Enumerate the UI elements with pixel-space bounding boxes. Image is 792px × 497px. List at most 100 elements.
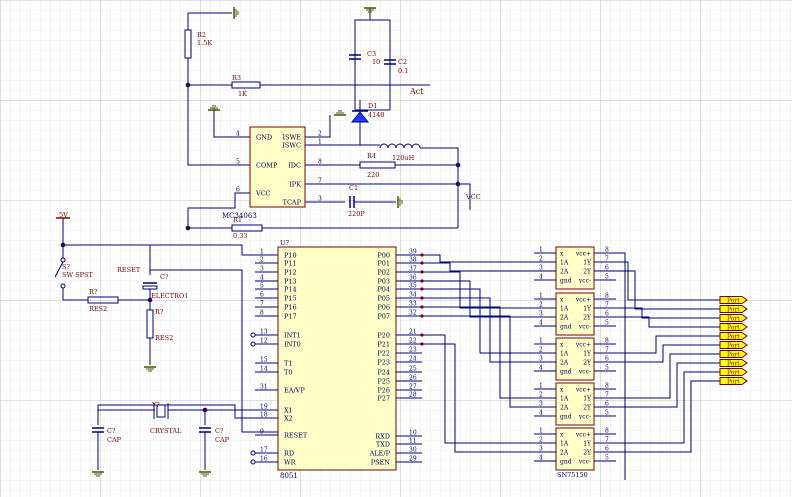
driver-left-pin-label: x (560, 297, 564, 304)
component-bodies (54, 7, 421, 477)
mcu-right-pin-label: P05 (377, 295, 390, 303)
component-labels: R2 1.5K R3 1K C3 10 C2 0.1 Act D1 4148 1… (59, 31, 481, 444)
junction-dot (420, 314, 424, 318)
wire (616, 362, 720, 408)
mcu-left-pin-number: 18 (260, 412, 268, 419)
junction-dot (202, 407, 208, 413)
wire (422, 280, 534, 318)
mcu-left-pin-label: INT0 (284, 341, 301, 349)
wire (97, 404, 278, 419)
driver-right-pin-number: 5 (605, 320, 609, 327)
mcu-right-pin-label: P22 (377, 350, 390, 358)
mcu-right-pin-number: 21 (409, 329, 417, 336)
wire (422, 262, 534, 272)
mc34063-name: MC34063 (222, 212, 257, 220)
driver-left-pin-number: 2 (539, 347, 543, 354)
driver-left-pin-number: 1 (539, 293, 543, 300)
mcu-left-pin-label: INT1 (284, 332, 301, 340)
mcu-right-pin-label: P01 (377, 260, 390, 268)
r2-ref: R2 (197, 31, 206, 39)
mc34063-pin-label: ISWC (282, 142, 301, 150)
port-connector (719, 332, 748, 340)
wire (616, 371, 720, 444)
junction-dot (420, 270, 424, 274)
driver-left-pin-label: x (560, 387, 564, 394)
driver-left-pin-number: 3 (539, 446, 543, 453)
mc34063-pin-number: 5 (236, 159, 240, 166)
driver-chip-body (555, 292, 595, 336)
mcu-right-pins: 39P0038P0137P0236P0335P0434P0533P0632P07… (369, 249, 424, 467)
mcu-left-pin-label: T1 (284, 360, 292, 368)
driver-right-pin-number: 5 (605, 365, 609, 372)
mcu-right-pin-number: 38 (409, 257, 417, 264)
r1-ref: R1 (233, 216, 242, 224)
mcu-pin-bubble (250, 459, 256, 465)
mc34063-pin-number: 3 (318, 196, 322, 203)
mcu-right-pin-label: P26 (377, 387, 390, 395)
diode-body (350, 111, 370, 123)
r2-value: 1.5K (197, 39, 212, 47)
driver-right-pin-label: 1Y (583, 306, 592, 313)
wire (422, 271, 534, 309)
mcu-left-pin-number: 14 (260, 366, 268, 373)
port-label: Port (727, 325, 740, 332)
driver-left-pin-label: 2A (560, 269, 569, 276)
electro-cap-plate (142, 285, 158, 290)
driver-right-pin-number: 5 (605, 410, 609, 417)
v5-label: 5V (59, 211, 68, 219)
wire (370, 19, 391, 110)
driver-right-pin-number: 8 (605, 247, 609, 254)
resistor-body (87, 296, 119, 304)
c1-ref: C1 (349, 184, 358, 192)
port-connector (719, 305, 748, 313)
junction-dot (420, 261, 424, 265)
mcu-left-pin-label: EA/VP (284, 387, 305, 395)
act-label: Act (409, 87, 424, 96)
mcu-right-pin-number: 37 (409, 266, 417, 273)
cap-right-ref: C? (215, 427, 224, 435)
wire (616, 335, 720, 354)
port-connector (719, 341, 748, 349)
port-label: Port (727, 307, 740, 314)
mc34063-pin-number: 6 (236, 187, 240, 194)
mc34063-pin-label: IDC (288, 162, 301, 170)
driver-left-pin-label: 1A (560, 260, 569, 267)
mcu-right-pin-label: TXD (376, 441, 390, 449)
junction-dot (420, 342, 424, 346)
mcu-right-pin-number: 24 (409, 356, 417, 363)
res1-value: RES2 (89, 305, 107, 313)
mcu-pin-bubble (250, 332, 256, 338)
junction-dot (455, 181, 461, 187)
driver-left-pin-label: gnd (560, 459, 572, 466)
mcu-left-pin-number: 6 (260, 292, 264, 299)
mcu-right-pin-label: P07 (377, 313, 390, 321)
l1-value: 120uH (392, 154, 415, 162)
driver-left-pin-number: 4 (539, 410, 543, 417)
driver-right-pin-label: 2Y (583, 405, 592, 412)
mcu-right-pin-number: 36 (409, 275, 417, 282)
driver-right-pin-number: 5 (605, 274, 609, 281)
mcu-8051-chip[interactable]: U? 8051 (277, 239, 397, 480)
driver-left-pin-number: 2 (539, 256, 543, 263)
r4-value: 220 (367, 171, 379, 179)
mcu-right-pin-label: ALE/P (369, 450, 391, 458)
mcu-pin-bubble (250, 341, 256, 347)
driver-right-pin-label: vcc+ (575, 342, 591, 349)
port-label: Port (727, 361, 740, 368)
sw-ref: S? (62, 263, 70, 271)
cap-left-value: CAP (107, 436, 122, 444)
ground-symbol (92, 471, 104, 477)
driver-right-pin-number: 6 (605, 446, 609, 453)
port-connector (719, 323, 748, 331)
mc34063-chip[interactable]: MC34063 (222, 126, 306, 220)
port-label: Port (727, 298, 740, 305)
driver-left-pin-number: 2 (539, 392, 543, 399)
driver-left-pin-number: 3 (539, 311, 543, 318)
junction-dot (420, 333, 424, 337)
